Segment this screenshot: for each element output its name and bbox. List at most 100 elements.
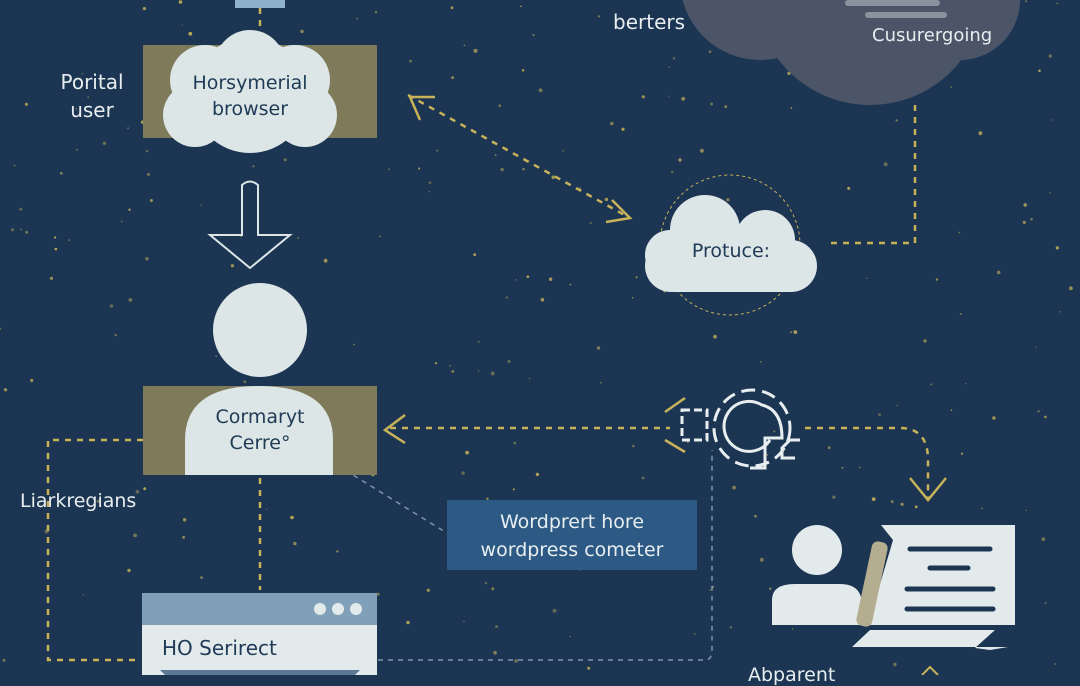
- speckle: [109, 304, 114, 308]
- speckle: [142, 7, 146, 11]
- speckle: [149, 199, 153, 202]
- protuce-cloud-node[interactable]: Protuce:: [691, 240, 771, 262]
- speckle: [562, 150, 564, 152]
- speckle: [215, 355, 218, 358]
- browser-window-icon: [142, 593, 377, 675]
- star-speckles: [0, 0, 1073, 675]
- speckle: [641, 95, 645, 99]
- speckle: [376, 592, 380, 596]
- speckle: [96, 499, 100, 503]
- wordpress-label[interactable]: Wordprert hore wordpress cometer: [447, 508, 697, 564]
- speckle: [102, 141, 107, 145]
- speckle: [597, 15, 601, 18]
- label-line: Cerre°: [229, 432, 291, 454]
- speckle: [243, 380, 247, 384]
- speckle: [923, 339, 927, 343]
- speckle: [449, 364, 452, 367]
- speckle: [710, 102, 714, 106]
- down-arrow-icon: [207, 180, 293, 270]
- top-label: berters: [613, 10, 686, 34]
- speckle: [672, 57, 676, 60]
- speckle: [266, 508, 268, 510]
- speckle: [596, 346, 601, 350]
- speckle: [732, 485, 736, 490]
- document-lines: [904, 546, 996, 612]
- speckle: [893, 662, 897, 667]
- speckle: [668, 66, 670, 68]
- speckle: [3, 388, 8, 392]
- speckle: [866, 277, 868, 279]
- arrowheads: [382, 95, 947, 502]
- wordpress-label-box: [447, 500, 697, 570]
- speckle: [82, 594, 85, 596]
- gear-icon: [680, 388, 800, 470]
- speckle: [49, 276, 54, 280]
- speckle: [878, 413, 881, 416]
- speckle: [950, 409, 953, 412]
- speckle: [473, 253, 477, 256]
- speckle: [552, 608, 557, 613]
- speckle: [1069, 286, 1073, 291]
- speckle: [520, 5, 522, 8]
- speckle: [1037, 410, 1040, 413]
- browser-window-label: HO Serirect: [162, 636, 277, 660]
- speckle: [960, 452, 964, 455]
- speckle: [754, 514, 757, 518]
- speckle: [1022, 220, 1026, 224]
- speckle: [451, 370, 455, 373]
- browser-cloud-node[interactable]: Horsymerial browser: [170, 70, 330, 122]
- speckle: [336, 550, 339, 553]
- speckle: [200, 576, 203, 579]
- speckle: [535, 472, 540, 477]
- speckle: [188, 31, 193, 36]
- speckle: [13, 164, 16, 167]
- speckle: [859, 466, 861, 469]
- speckle: [841, 466, 844, 469]
- speckle: [1055, 246, 1059, 250]
- speckle: [958, 231, 961, 234]
- person-body-icon: [185, 386, 333, 475]
- speckle: [996, 270, 1001, 275]
- speckle: [25, 230, 29, 234]
- speckle: [491, 587, 495, 591]
- speckle: [769, 587, 772, 590]
- speckle: [930, 383, 933, 386]
- label-line: Porital: [60, 70, 124, 94]
- speckle: [353, 343, 355, 346]
- speckle: [538, 88, 543, 93]
- person-head-icon: [213, 283, 307, 377]
- speckle: [290, 515, 294, 520]
- speckle: [300, 29, 304, 34]
- speckle: [871, 497, 876, 501]
- speckle: [950, 86, 953, 88]
- speckle: [526, 275, 530, 279]
- speckle: [406, 620, 410, 625]
- speckle: [146, 172, 151, 176]
- speckle: [19, 207, 23, 211]
- speckle: [127, 568, 131, 573]
- center-person-node[interactable]: Cormaryt Cerre°: [180, 404, 340, 456]
- speckle: [1038, 69, 1041, 73]
- speckle: [522, 168, 525, 171]
- speckle: [631, 297, 634, 299]
- cloud-icon: [163, 30, 337, 153]
- label-line: Cormaryt: [215, 406, 305, 428]
- speckle: [724, 105, 728, 108]
- speckle: [632, 444, 635, 448]
- speckle: [426, 588, 430, 592]
- speckle: [463, 44, 465, 47]
- speckle: [1035, 346, 1037, 348]
- portal-user-label: Porital user: [52, 68, 132, 124]
- speckle: [1025, 509, 1027, 512]
- speckle: [1044, 415, 1047, 419]
- speckle: [790, 331, 792, 334]
- speckle: [182, 518, 187, 522]
- speckle: [935, 278, 939, 281]
- speckle: [760, 361, 762, 363]
- speckle: [283, 158, 287, 162]
- speckle: [0, 327, 2, 330]
- speckle: [708, 50, 712, 53]
- speckle: [465, 450, 469, 455]
- speckle: [182, 535, 186, 539]
